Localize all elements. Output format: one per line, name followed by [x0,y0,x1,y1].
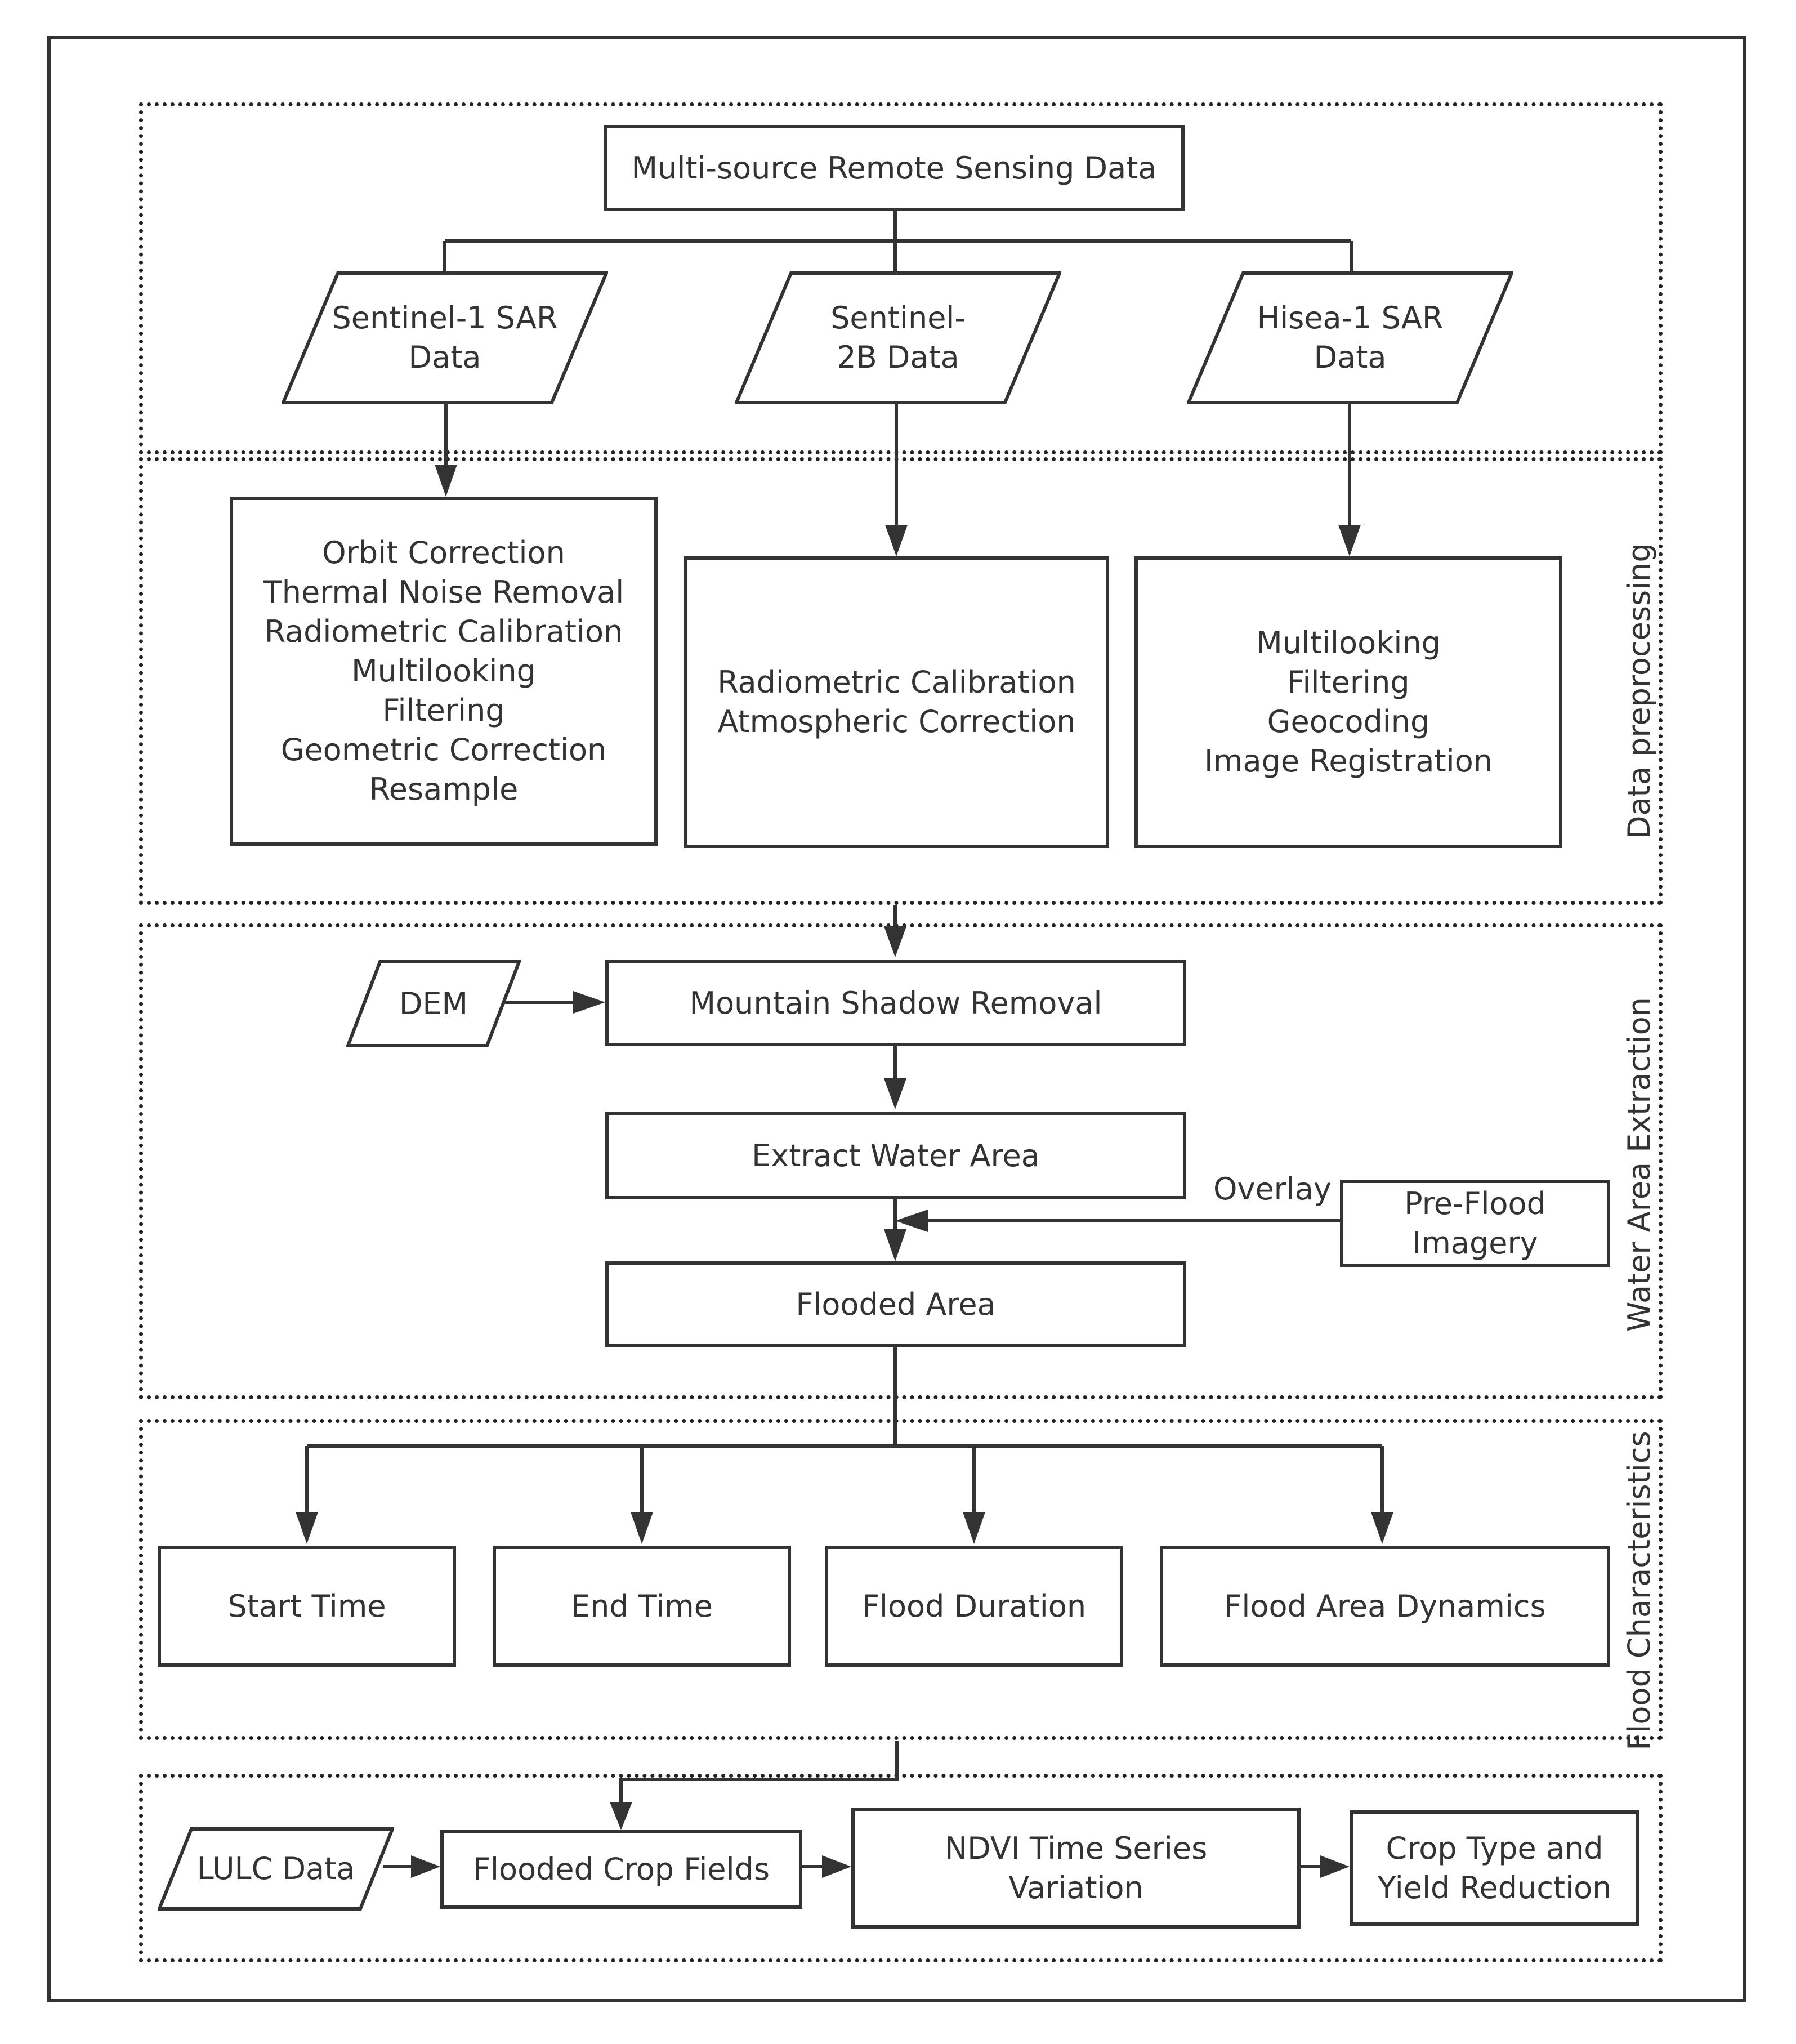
arrowhead [610,1802,632,1830]
group-data-preprocessing [139,457,1663,905]
crop-yield-reduction-box: Crop Type and Yield Reduction [1350,1810,1639,1926]
edge-source-split [443,211,1353,274]
arrowhead [963,1512,985,1544]
hisea1-preprocessing-steps: Multilooking Filtering Geocoding Image R… [1204,625,1493,779]
flood-area-dynamics-label: Flood Area Dynamics [1224,1588,1546,1624]
pre-flood-imagery-label: Pre-Flood Imagery [1404,1185,1546,1261]
group-label-data-preprocessing: Data preprocessing [1621,543,1657,839]
flood-duration-label: Flood Duration [861,1588,1087,1624]
hisea1-preprocessing-box: Multilooking Filtering Geocoding Image R… [1134,556,1562,848]
sentinel2b-preprocessing-steps: Radiometric Calibration Atmospheric Corr… [717,664,1076,739]
group-label-flood-characteristics: Flood Characteristics [1621,1431,1657,1751]
sentinel2b-preprocessing-box: Radiometric Calibration Atmospheric Corr… [684,556,1109,848]
start-time-label: Start Time [227,1588,386,1624]
mountain-shadow-removal-label: Mountain Shadow Removal [689,985,1102,1021]
sentinel2b-data-label: Sentinel- 2B Data [830,300,966,375]
flooded-crop-fields-label: Flooded Crop Fields [472,1851,770,1887]
multi-source-data-label: Multi-source Remote Sensing Data [631,150,1157,186]
sentinel2b-data-shape: Sentinel- 2B Data [735,271,1061,404]
extract-water-area-label: Extract Water Area [752,1137,1040,1173]
hisea1-data-shape: Hisea-1 SAR Data [1187,271,1513,404]
arrowhead [884,1229,906,1261]
group-crop-impact [139,1774,1663,1962]
ndvi-time-series-box: NDVI Time Series Variation [851,1808,1301,1929]
flood-area-dynamics-box: Flood Area Dynamics [1160,1546,1610,1667]
sentinel1-preprocessing-steps: Orbit Correction Thermal Noise Removal R… [263,535,624,807]
multi-source-data-box: Multi-source Remote Sensing Data [604,125,1185,211]
end-time-box: End Time [493,1546,791,1667]
arrowhead [1371,1512,1393,1544]
ndvi-time-series-label: NDVI Time Series Variation [944,1830,1208,1905]
pre-flood-imagery-box: Pre-Flood Imagery [1340,1180,1610,1267]
arrowhead [895,1210,928,1232]
flood-duration-box: Flood Duration [825,1546,1123,1667]
arrowhead [1320,1855,1350,1878]
flooded-area-box: Flooded Area [605,1261,1186,1347]
overlay-label: Overlay [1213,1171,1332,1207]
figure-frame [47,36,1746,2002]
arrowhead [822,1855,851,1878]
dem-data-shape: DEM [346,960,521,1047]
arrowhead [411,1855,440,1878]
edge-char-to-crops [619,1741,899,1813]
arrowhead [296,1512,318,1544]
crop-yield-reduction-label: Crop Type and Yield Reduction [1377,1830,1612,1905]
group-label-water-area-extraction: Water Area Extraction [1621,997,1657,1332]
arrowhead [885,525,908,556]
group-data-sources [139,102,1663,454]
flooded-area-label: Flooded Area [796,1286,996,1322]
arrowhead [1338,525,1361,556]
arrowhead [573,991,605,1014]
arrowhead [435,465,457,497]
sentinel1-preprocessing-box: Orbit Correction Thermal Noise Removal R… [230,497,658,846]
start-time-box: Start Time [158,1546,456,1667]
arrowhead [631,1512,653,1544]
lulc-data-label: LULC Data [196,1851,355,1886]
arrowhead [884,1078,906,1109]
extract-water-area-box: Extract Water Area [605,1112,1186,1199]
lulc-data-shape: LULC Data [158,1827,394,1911]
end-time-label: End Time [571,1588,713,1624]
sentinel1-data-label: Sentinel-1 SAR Data [332,300,558,375]
mountain-shadow-removal-box: Mountain Shadow Removal [605,960,1186,1046]
dem-label: DEM [399,985,468,1021]
group-water-area-extraction [139,923,1663,1399]
hisea1-data-label: Hisea-1 SAR Data [1257,300,1444,375]
arrowhead [884,926,906,957]
group-flood-characteristics [139,1419,1663,1740]
sentinel1-data-shape: Sentinel-1 SAR Data [282,271,608,404]
edge-flooded-split [305,1347,1384,1515]
flooded-crop-fields-box: Flooded Crop Fields [440,1830,802,1909]
